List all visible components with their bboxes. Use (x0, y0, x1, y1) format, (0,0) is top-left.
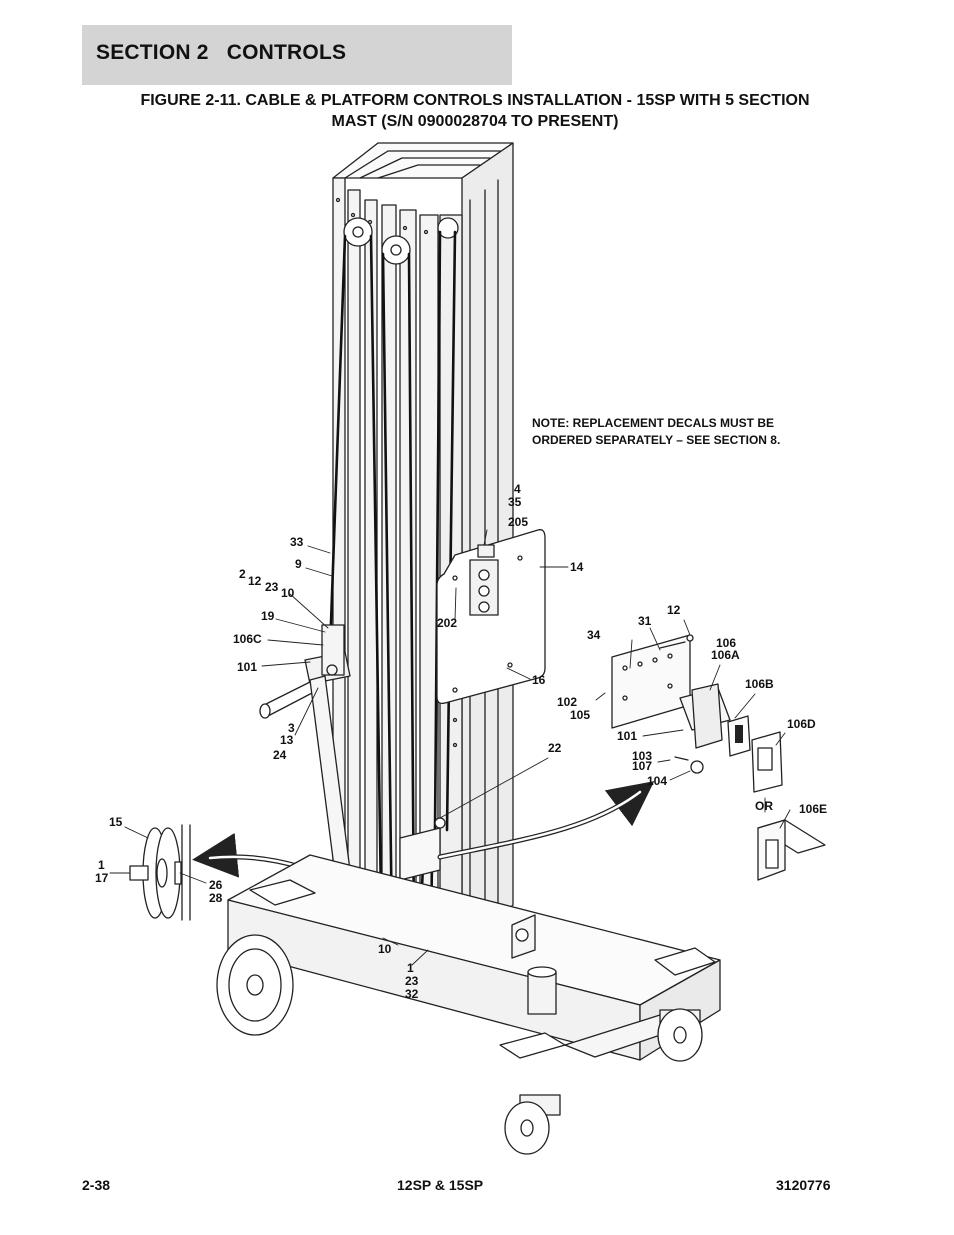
callout-3: 3 (288, 721, 295, 735)
callout-26: 26 (209, 878, 223, 892)
decal-note: NOTE: REPLACEMENT DECALS MUST BE ORDERED… (532, 415, 780, 449)
callout-23-lower: 23 (405, 974, 419, 988)
rear-caster-right (657, 1008, 703, 1062)
callout-22: 22 (548, 741, 562, 755)
rear-caster-left (504, 1094, 561, 1155)
leader-lines (109, 529, 791, 966)
callout-24: 24 (273, 748, 287, 762)
control-box-assembly (436, 529, 546, 705)
callout-23-upper: 23 (265, 580, 279, 594)
callout-4: 4 (514, 482, 521, 496)
callout-10-upper: 10 (281, 586, 295, 600)
sheave-detail (129, 824, 191, 921)
callout-101-left: 101 (237, 660, 258, 674)
decal-note-line-2: ORDERED SEPARATELY – SEE SECTION 8. (532, 433, 781, 447)
callout-1-sheave: 1 (98, 858, 105, 872)
callout-or: OR (755, 799, 773, 813)
callout-2: 2 (239, 567, 246, 581)
callout-13: 13 (280, 733, 294, 747)
callout-102: 102 (557, 695, 578, 709)
callout-106c: 106C (233, 632, 262, 646)
callout-1-lower: 1 (407, 961, 414, 975)
decal-note-line-1: NOTE: REPLACEMENT DECALS MUST BE (532, 416, 775, 430)
section-header-band (82, 25, 512, 85)
callout-105: 105 (570, 708, 591, 722)
callout-10-lower: 10 (378, 942, 392, 956)
lift-cables (328, 230, 457, 957)
callout-104: 104 (647, 774, 668, 788)
callout-19: 19 (261, 609, 275, 623)
section-title: SECTION 2 CONTROLS (96, 41, 347, 64)
callout-106d: 106D (787, 717, 816, 731)
callout-12-detail: 12 (667, 603, 681, 617)
callout-34: 34 (587, 628, 601, 642)
footer-doc-number: 3120776 (776, 1177, 831, 1193)
callout-9: 9 (295, 557, 302, 571)
callout-106b: 106B (745, 677, 774, 691)
callout-28: 28 (209, 891, 223, 905)
callout-14: 14 (570, 560, 584, 574)
callout-31: 31 (638, 614, 652, 628)
callout-32: 32 (405, 987, 419, 1001)
callout-205: 205 (508, 515, 529, 529)
callout-16: 16 (532, 673, 546, 687)
callout-107: 107 (632, 759, 653, 773)
callout-12-upper: 12 (248, 574, 262, 588)
page-number: 2-38 (82, 1177, 111, 1193)
cable-sheaves (343, 217, 459, 265)
callout-103: 103 (632, 749, 653, 763)
callout-106a: 106A (711, 648, 740, 662)
callout-101-detail: 101 (617, 729, 638, 743)
hydraulic-cylinder (511, 914, 557, 1015)
footer-model: 12SP & 15SP (397, 1177, 484, 1193)
callout-202: 202 (437, 616, 458, 630)
figure-title: FIGURE 2-11. CABLE & PLATFORM CONTROLS I… (90, 90, 860, 132)
figure-title-line-1: FIGURE 2-11. CABLE & PLATFORM CONTROLS I… (140, 92, 810, 109)
detail-arrow-right-inner (438, 790, 642, 859)
figure-title-line-2: MAST (S/N 0900028704 TO PRESENT) (331, 113, 619, 130)
front-wheel (216, 934, 294, 1036)
callout-35: 35 (508, 495, 522, 509)
callout-15: 15 (109, 815, 123, 829)
callout-17: 17 (95, 871, 109, 885)
platform-control-detail (611, 634, 826, 881)
callout-33: 33 (290, 535, 304, 549)
callout-106e: 106E (799, 802, 828, 816)
callout-106: 106 (716, 636, 737, 650)
